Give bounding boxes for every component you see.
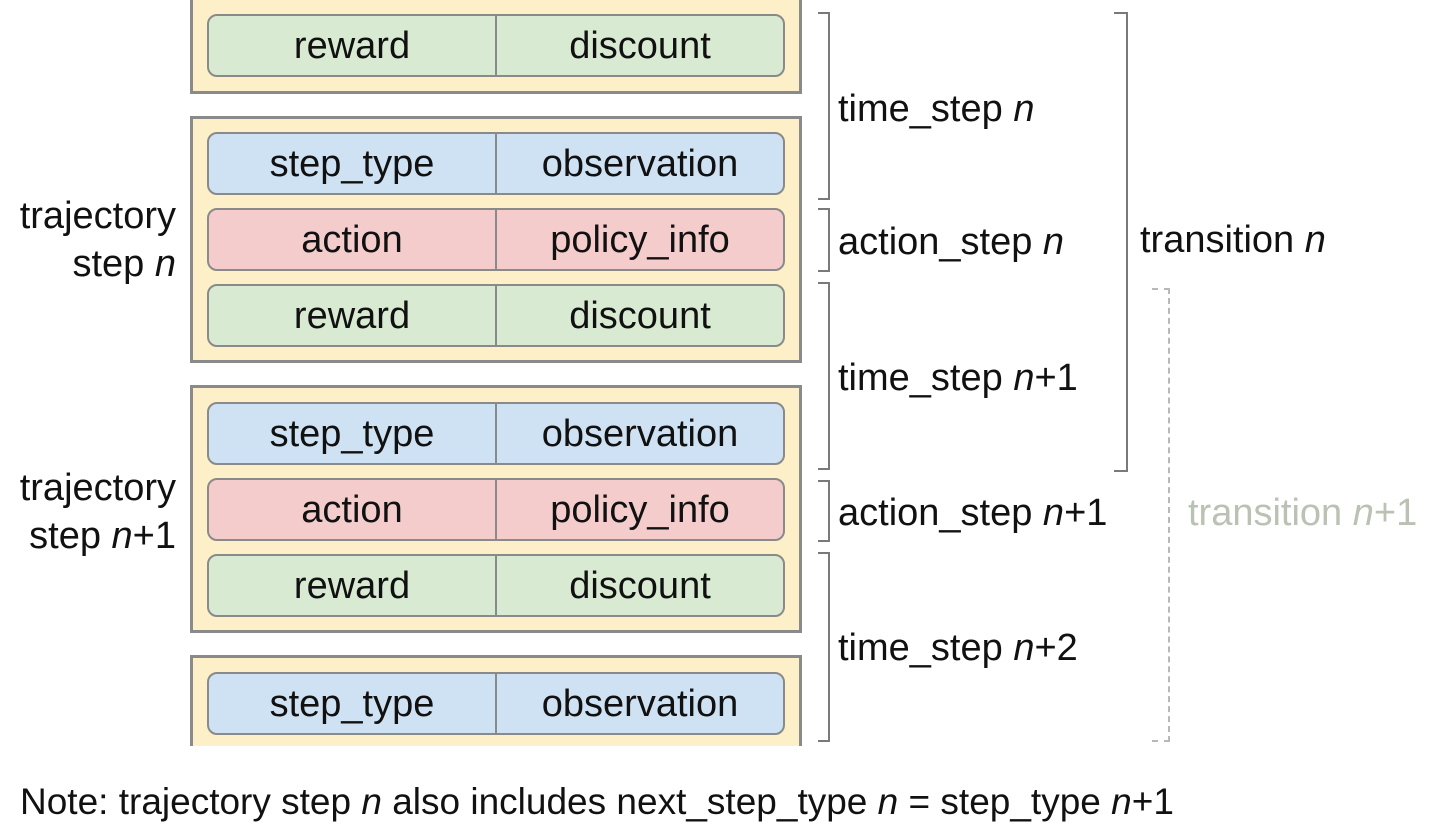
trajectory-label-n: trajectory step n: [20, 192, 176, 288]
bracket-action-step-n: [818, 208, 830, 272]
step-type-field: step_type: [209, 674, 497, 733]
trajectory-label-line1: trajectory: [19, 195, 176, 237]
policy-info-field: policy_info: [550, 488, 730, 531]
action-field: action: [209, 480, 497, 539]
step-type-field: step_type: [209, 134, 497, 193]
field-row-reward-discount: reward discount: [207, 554, 785, 617]
time-step-n-label: time_step n: [838, 88, 1035, 130]
bracket-time-step-n-plus-2: [818, 552, 830, 742]
bracket-time-step-n: [818, 12, 830, 200]
trajectory-label-line1: trajectory: [19, 467, 176, 509]
bracket-transition-n: [1114, 12, 1128, 472]
observation-field: observation: [541, 682, 739, 725]
footnote: Note: trajectory step n also includes ne…: [20, 781, 1174, 822]
field-row-action-policyinfo: action policy_info: [207, 208, 785, 271]
field-row-reward-discount: reward discount: [207, 14, 785, 77]
discount-field: discount: [569, 564, 711, 607]
reward-field: reward: [209, 556, 497, 615]
reward-field: reward: [209, 16, 497, 75]
time-step-n-plus-1-label: time_step n+1: [838, 357, 1078, 399]
action-field: action: [209, 210, 497, 269]
field-row-action-policyinfo: action policy_info: [207, 478, 785, 541]
trajectory-label-n-plus-1: trajectory step n+1: [20, 464, 176, 560]
trajectory-label-line2: step n: [72, 243, 176, 285]
field-row-reward-discount: reward discount: [207, 284, 785, 347]
observation-field: observation: [541, 142, 739, 185]
policy-info-field: policy_info: [550, 218, 730, 261]
field-row-steptype-observation: step_type observation: [207, 132, 785, 195]
bracket-action-step-n-plus-1: [818, 480, 830, 542]
discount-field: discount: [569, 294, 711, 337]
action-step-n-plus-1-label: action_step n+1: [838, 492, 1108, 534]
bracket-transition-n-plus-1: [1152, 288, 1170, 742]
trajectory-label-line2: step n+1: [29, 515, 176, 557]
transition-n-plus-1-label: transition n+1: [1188, 492, 1418, 534]
field-row-steptype-observation: step_type observation: [207, 672, 785, 735]
field-row-steptype-observation: step_type observation: [207, 402, 785, 465]
bracket-time-step-n-plus-1: [818, 282, 830, 470]
discount-field: discount: [569, 24, 711, 67]
observation-field: observation: [541, 412, 739, 455]
transition-n-label: transition n: [1140, 219, 1326, 261]
reward-field: reward: [209, 286, 497, 345]
step-type-field: step_type: [209, 404, 497, 463]
time-step-n-plus-2-label: time_step n+2: [838, 627, 1078, 669]
action-step-n-label: action_step n: [838, 221, 1065, 263]
